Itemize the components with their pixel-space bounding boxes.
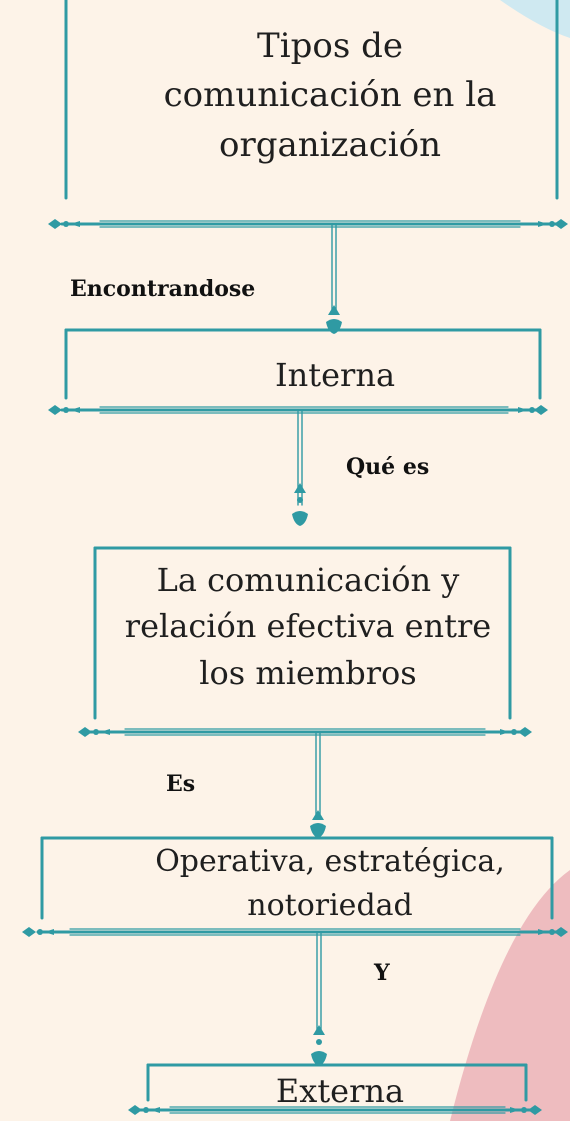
node-externa: Externa <box>275 1072 405 1110</box>
connector-ornament-1 <box>326 305 342 334</box>
node-frame-tipos-interna <box>36 836 562 936</box>
edge-label-que-es: Qué es <box>346 454 430 480</box>
background-blob-blue <box>500 0 570 38</box>
edge-line-definicion-tipos-interna <box>315 731 321 816</box>
connector-ornament-3 <box>310 810 326 838</box>
ornament-right-2 <box>518 405 548 415</box>
node-frame-interna <box>60 328 547 414</box>
node-definicion: La comunicación y relación efectiva entr… <box>124 561 492 692</box>
edge-line-tipos-interna <box>331 223 337 311</box>
node-frame-definicion <box>88 546 527 736</box>
ornament-left-5 <box>128 1105 160 1115</box>
edge-label-es: Es <box>166 771 196 797</box>
node-frame-tipos <box>60 0 564 228</box>
ornament-left-1 <box>48 219 80 229</box>
ornament-right-1 <box>538 219 568 229</box>
node-tipos: Tipos de comunicación en la organización <box>163 26 497 165</box>
ornament-right-4 <box>538 927 568 937</box>
node-tipos-interna: Operativa, estratégica, notoriedad <box>155 844 505 923</box>
ornament-left-4 <box>22 927 54 937</box>
edge-label-y: Y <box>374 960 390 986</box>
ornament-left-2 <box>48 405 80 415</box>
node-frame-externa <box>138 1063 537 1114</box>
ornament-right-3 <box>500 727 532 737</box>
node-interna: Interna <box>274 356 396 394</box>
connector-ornament-2 <box>292 483 308 526</box>
connector-ornament-4 <box>311 1025 327 1066</box>
ornament-left-3 <box>78 727 110 737</box>
ornament-right-5 <box>510 1105 542 1115</box>
edge-label-encontrandose: Encontrandose <box>70 276 256 302</box>
edge-line-tipos-interna-externa <box>316 931 322 1031</box>
